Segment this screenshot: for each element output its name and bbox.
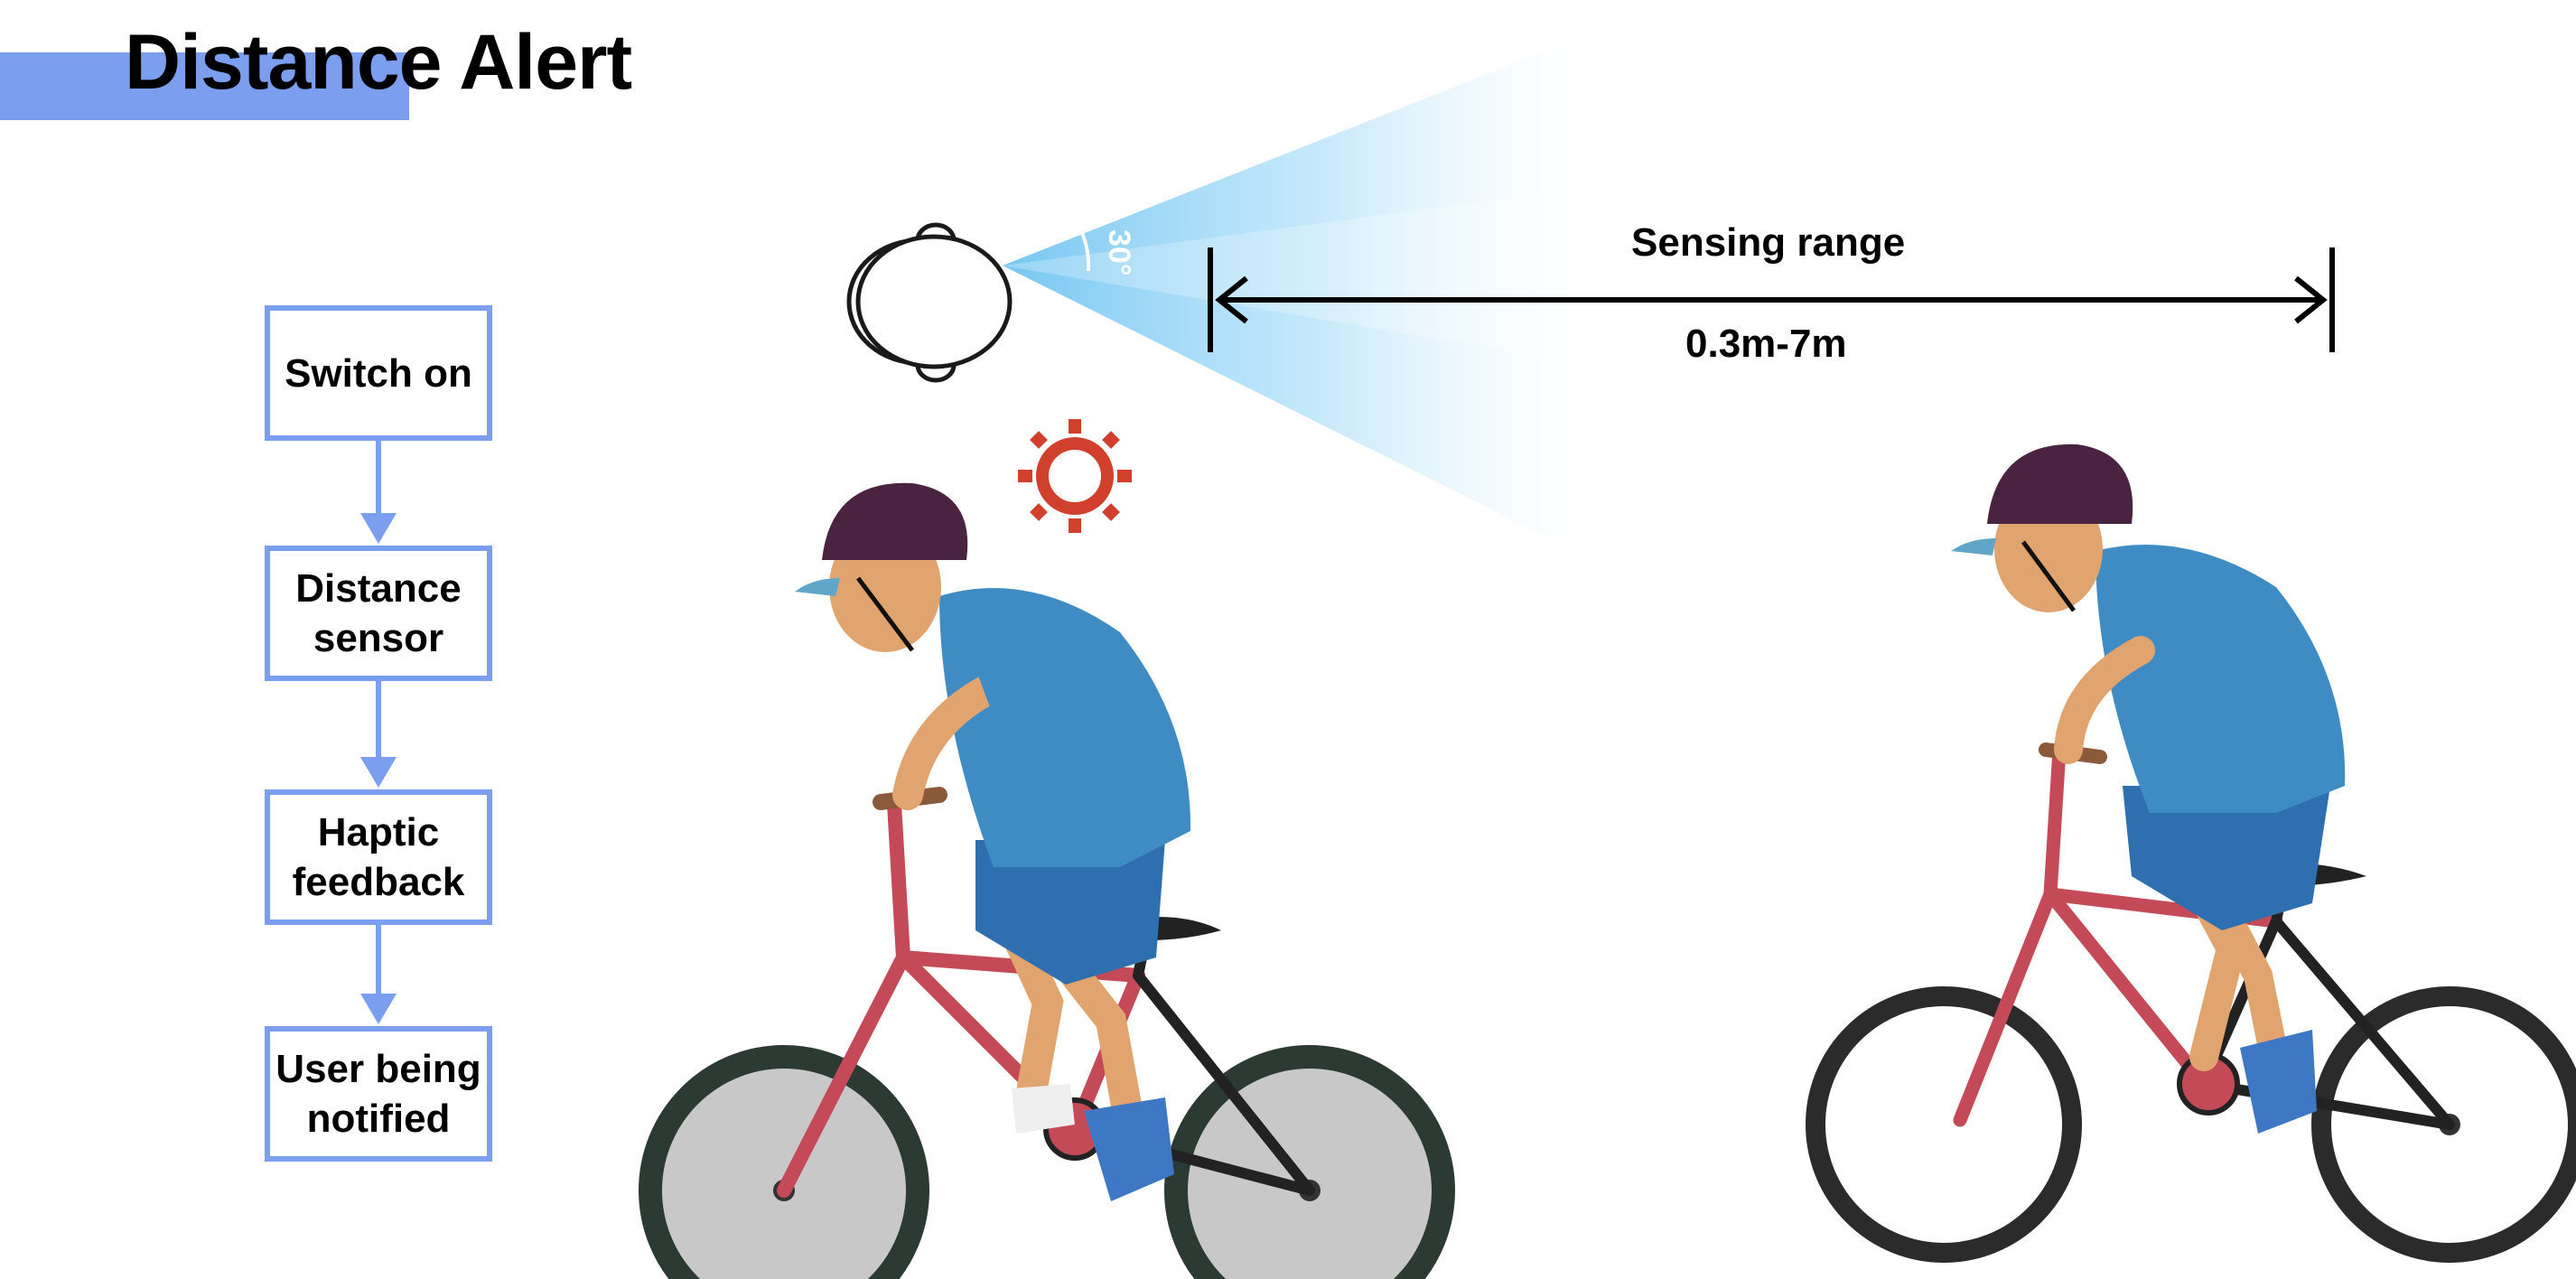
flow-arrow-down-icon	[360, 681, 397, 788]
cyclist-far-illustration	[1806, 443, 2576, 1263]
title-highlight-bar	[0, 52, 409, 120]
beam-angle-arc	[1080, 232, 1091, 272]
sensing-range-label: Sensing range	[1631, 220, 1906, 265]
flow-step-distance-sensor: Distance sensor	[265, 546, 492, 681]
flow-step-text: Haptic	[317, 810, 440, 854]
flow-step-text: Switch on	[285, 350, 472, 396]
sensing-beam-cone	[1003, 41, 1572, 549]
cyclist-near-illustration	[639, 482, 1455, 1279]
flow-arrow-down-icon	[360, 925, 397, 1024]
flow-step-text: User being	[275, 1047, 481, 1091]
flow-step-user-notified: User being notified	[265, 1026, 492, 1162]
flow-step-text: sensor	[313, 616, 444, 660]
flow-step-switch-on: Switch on	[265, 305, 492, 441]
sun-light-icon	[1018, 419, 1132, 533]
sensing-range-value: 0.3m-7m	[1685, 322, 1847, 366]
page-title: Distance Alert	[125, 19, 632, 106]
flow-arrow-down-icon	[360, 441, 397, 544]
flow-step-haptic-feedback: Haptic feedback	[265, 789, 492, 925]
flow-step-text: notified	[306, 1097, 451, 1141]
flow-step-text: Distance	[295, 566, 462, 611]
beam-angle-label: 30°	[1102, 229, 1136, 276]
helmet-sensor-icon	[846, 222, 1013, 383]
sensing-range-dimension	[1208, 247, 2335, 352]
flow-step-text: feedback	[292, 860, 465, 904]
